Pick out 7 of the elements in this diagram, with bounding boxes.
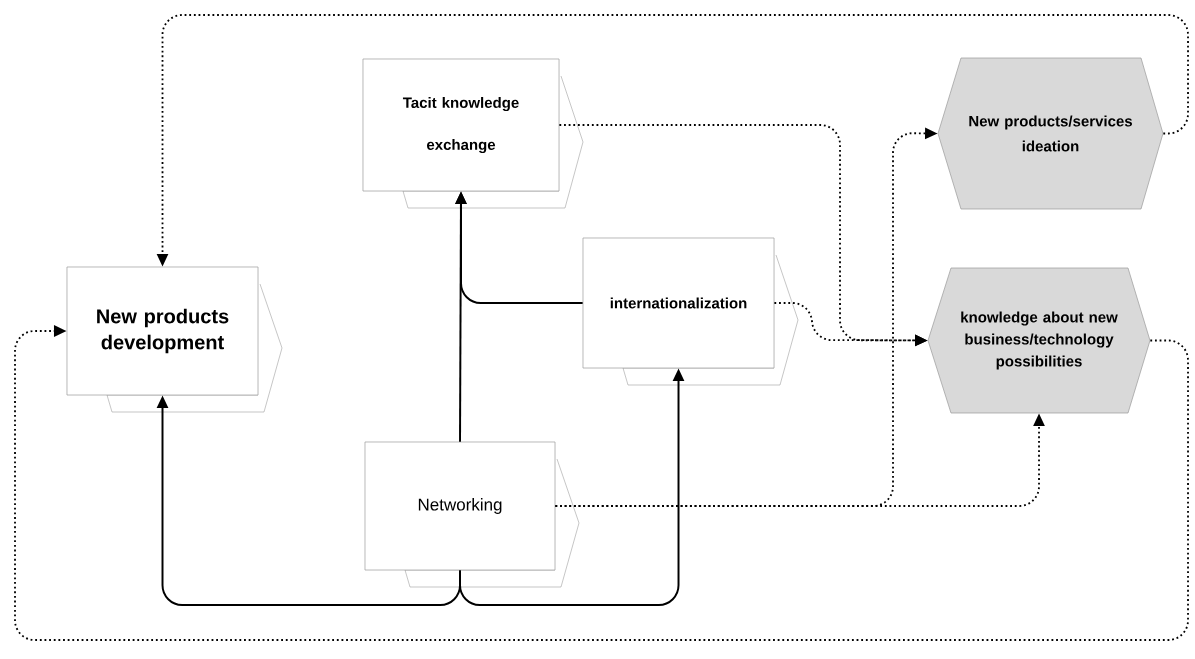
arrow xyxy=(14,325,1189,641)
hexagon-box: knowledge about new business/technology possibilities xyxy=(927,267,1151,414)
process-box: internationalization xyxy=(582,237,799,386)
process-box: Networking xyxy=(364,441,580,588)
process-box: Tacit knowledge exchange xyxy=(362,58,584,209)
hexagon-box: New products/services ideation xyxy=(937,57,1164,210)
process-box: New products development xyxy=(66,266,283,413)
